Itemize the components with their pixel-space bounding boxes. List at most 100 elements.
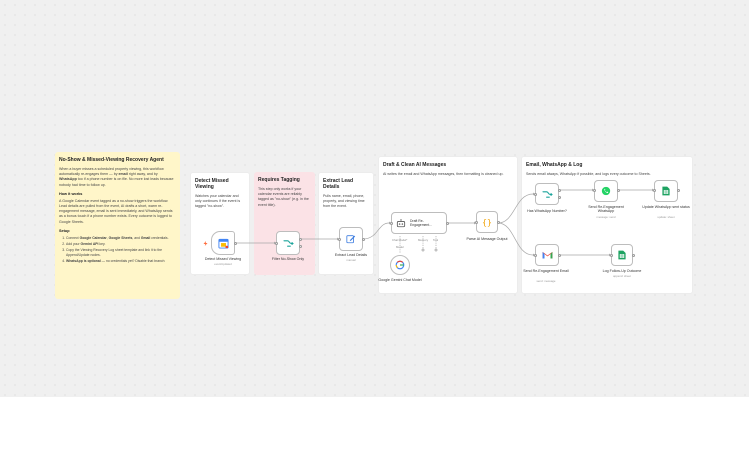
intro-email: email [118, 172, 128, 177]
setup-text: credentials. [150, 235, 169, 240]
node-detect-missed-viewing[interactable] [211, 231, 235, 255]
output-port-true[interactable] [298, 237, 302, 241]
input-port[interactable] [337, 237, 341, 241]
switch-icon [541, 190, 553, 198]
sticky-note-tagging[interactable]: Requires Tagging This step only works if… [254, 172, 315, 275]
gmail-icon [542, 251, 552, 259]
output-port-true[interactable] [557, 188, 561, 192]
setup-text: key. [98, 241, 106, 246]
node-label-detect: Detect Missed Viewing [204, 257, 242, 261]
draft-title: Draft & Clean AI Messages [383, 162, 447, 168]
node-sub-log: append: sheet [613, 274, 631, 278]
setup-bold: WhatsApp is optional [66, 259, 101, 264]
setup-bold: Gemini API [80, 241, 99, 246]
input-port[interactable] [609, 253, 613, 257]
node-label-update-wa: Update WhatsApp sent status [642, 205, 690, 209]
output-port-false[interactable] [557, 196, 561, 199]
intro-whatsapp: WhatsApp [59, 177, 77, 182]
setup-title: Setup [59, 228, 70, 233]
whatsapp-icon [601, 186, 611, 196]
setup-text: , [106, 235, 109, 240]
filter-icon [282, 239, 294, 247]
node-google-gemini-chat-model[interactable] [390, 255, 410, 275]
setup-item: Copy the Viewing Recovery Log sheet temp… [66, 248, 176, 258]
node-sub-send-wa: message: send [596, 215, 616, 219]
setup-item: Connect Google Calendar, Google Sheets, … [66, 236, 176, 241]
input-port[interactable] [533, 192, 537, 196]
sticky-note-send[interactable]: Email, WhatsApp & Log Sends email always… [521, 156, 693, 294]
node-label-filter: Filter No-Show Only [271, 257, 305, 261]
intro-text-b: right away, and by [127, 172, 158, 177]
node-label-has-wa: Has WhatsApp Number? [527, 209, 567, 213]
output-port[interactable] [616, 188, 620, 192]
edit-icon [346, 235, 356, 244]
setup-item: WhatsApp is optional — no credentials ye… [66, 259, 176, 264]
setup-text: — no credentials yet? Disable that branc… [100, 259, 165, 264]
node-sub-extract: manual [346, 258, 356, 262]
node-label-gemini: Google Gemini Chat Model [378, 278, 422, 282]
input-port[interactable] [533, 253, 537, 257]
extract-body: Pulls name, email, phone, property, and … [323, 194, 365, 209]
input-port[interactable] [652, 188, 656, 192]
node-label-send-wa: Send Re-Engagement WhatsApp [588, 205, 624, 214]
node-parse-ai-output[interactable]: {} [476, 211, 498, 233]
extract-title: Extract Lead Details [323, 178, 354, 190]
workflow-canvas[interactable]: No-Show & Missed-Viewing Recovery Agent … [0, 0, 749, 397]
node-has-whatsapp-number[interactable] [535, 183, 559, 205]
send-body: Sends email always, WhatsApp if possible… [526, 172, 651, 176]
sticky-note-extract[interactable]: Extract Lead Details Pulls name, email, … [318, 172, 374, 275]
tool-add-icon[interactable] [434, 248, 438, 252]
output-port[interactable] [361, 237, 365, 241]
wire-extract-agent [362, 222, 390, 240]
setup-bold: Google Sheets [108, 235, 133, 240]
tagging-body: This step only works if your calendar ev… [258, 187, 309, 207]
node-log-follow-up[interactable] [611, 244, 633, 266]
setup-text: Copy the Viewing Recovery Log sheet temp… [66, 248, 163, 258]
node-update-whatsapp-status[interactable] [654, 180, 678, 202]
overview-title: No-Show & Missed-Viewing Recovery Agent [59, 157, 164, 163]
detect-title: Detect Missed Viewing [195, 178, 229, 190]
output-port[interactable] [233, 241, 237, 245]
node-extract-lead-details[interactable] [339, 227, 363, 251]
setup-text: Connect [66, 235, 80, 240]
sheets-icon [618, 250, 626, 260]
input-port[interactable] [592, 188, 596, 192]
agent-chat-model-label: Chat Model* [392, 238, 408, 242]
sheets-icon [662, 186, 670, 196]
setup-item: Add your Gemini API key. [66, 242, 176, 247]
output-port[interactable] [557, 253, 561, 257]
node-label-parse: Parse AI Message Output [466, 237, 508, 241]
agent-model-tag: Model [396, 245, 404, 249]
wire-parse-email [497, 222, 534, 256]
node-label-send-email: Send Re-Engagement Email [523, 269, 569, 273]
trigger-bolt-icon [203, 241, 208, 246]
robot-icon [396, 218, 406, 227]
output-port[interactable] [631, 253, 635, 257]
setup-list: Connect Google Calendar, Google Sheets, … [59, 236, 176, 265]
input-port[interactable] [389, 221, 393, 225]
output-port[interactable] [445, 221, 449, 225]
output-port[interactable] [676, 188, 680, 192]
setup-text: Add your [66, 241, 81, 246]
memory-add-icon[interactable] [421, 248, 425, 252]
input-port[interactable] [274, 241, 278, 245]
output-port-false[interactable] [298, 245, 302, 248]
node-filter-no-show[interactable] [276, 231, 300, 255]
setup-text: , and [132, 235, 141, 240]
setup-bold: Gmail [140, 235, 151, 240]
code-braces-icon: {} [482, 217, 492, 227]
intro-text-c: too if a phone number is on file. No mor… [59, 177, 174, 187]
tagging-title: Requires Tagging [258, 177, 300, 183]
sticky-note-overview[interactable]: No-Show & Missed-Viewing Recovery Agent … [55, 152, 180, 299]
node-send-email[interactable] [535, 244, 559, 266]
gemini-icon [395, 260, 405, 270]
send-title: Email, WhatsApp & Log [526, 162, 583, 168]
node-ai-agent-draft[interactable]: Draft Re-Engagement... [391, 212, 447, 234]
how-title: How it works [59, 191, 83, 196]
node-sub-send-email: send: message [536, 279, 556, 283]
agent-tool-label: Tool [433, 238, 439, 242]
sticky-note-detect[interactable]: Detect Missed Viewing Watches your calen… [190, 172, 250, 275]
node-send-whatsapp[interactable] [594, 180, 618, 202]
input-port[interactable] [474, 220, 478, 224]
output-port[interactable] [496, 220, 500, 224]
